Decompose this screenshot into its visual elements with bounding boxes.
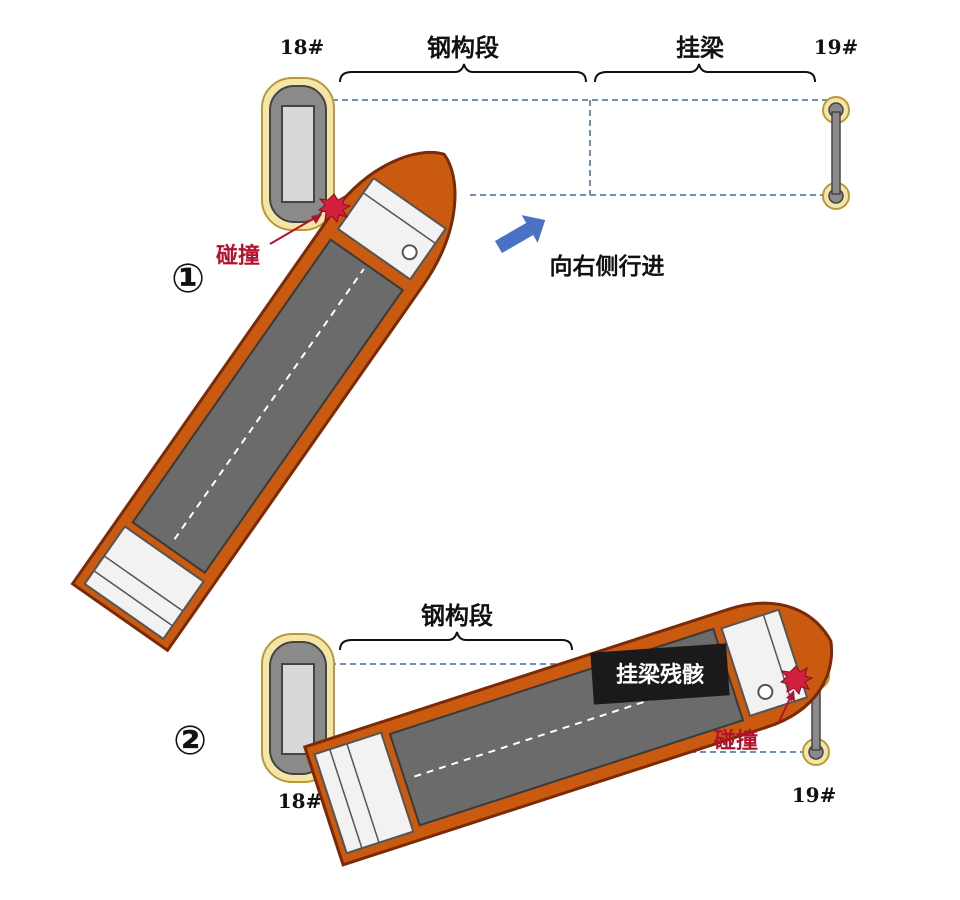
steel-span-label-1: 钢构段 <box>427 34 499 62</box>
collision-pointer-2 <box>777 690 795 725</box>
pier-19-label-1: 19# <box>814 35 859 59</box>
collision-label-1: 碰撞 <box>216 243 260 269</box>
collision-pointer-1 <box>269 214 322 245</box>
ship-2 <box>302 601 833 867</box>
brace-hanging-1 <box>594 63 816 83</box>
wreckage-label: 挂梁残骸 <box>616 662 704 688</box>
step-marker-2: ② <box>173 718 207 764</box>
pier-18-label-2: 18# <box>278 789 323 813</box>
steel-span-label-2: 钢构段 <box>421 602 493 630</box>
pier-19-label-2: 19# <box>792 783 837 807</box>
step-marker-1: ① <box>171 256 205 302</box>
direction-label: 向右侧行进 <box>550 253 665 280</box>
scene-2: 钢构段 18# 19# <box>173 601 837 867</box>
brace-steel-1 <box>339 63 587 83</box>
scene-1: 18# 钢构段 挂梁 19# <box>70 34 859 653</box>
ship-1 <box>70 150 457 653</box>
direction-arrow <box>494 215 546 254</box>
brace-steel-2 <box>339 631 573 651</box>
pier-19-1 <box>822 96 850 210</box>
pier-18-1 <box>261 77 335 231</box>
collision-burst-2 <box>779 665 814 696</box>
collision-label-2: 碰撞 <box>714 728 758 754</box>
hanging-span-label-1: 挂梁 <box>676 34 724 62</box>
span-outline-1 <box>332 99 828 196</box>
wreckage-block <box>590 643 730 705</box>
pier-18-label-1: 18# <box>280 35 325 59</box>
collision-burst-1 <box>317 193 352 224</box>
